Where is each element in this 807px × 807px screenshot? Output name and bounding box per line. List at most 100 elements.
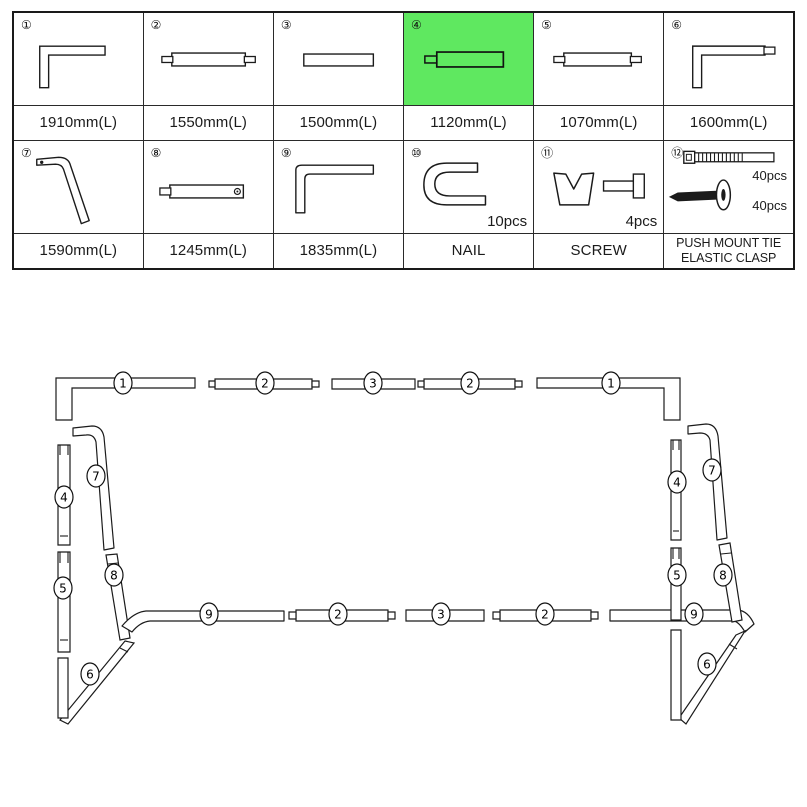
balloon-top-3: 3 — [363, 371, 383, 395]
part-label-9: 1835mm(L) — [272, 233, 404, 270]
part-number-10: ⑩ — [410, 146, 422, 160]
balloon-label: 3 — [437, 608, 445, 622]
balloon-circle — [363, 371, 383, 395]
balloon-circle — [431, 602, 451, 626]
balloon-left-4: 4 — [54, 485, 74, 509]
balloon-bottom-2a: 2 — [328, 602, 348, 626]
part-cell-7[interactable]: ⑦ — [12, 140, 144, 234]
balloon-left-6: 6 — [80, 662, 100, 686]
part-number-9: ⑨ — [280, 146, 292, 160]
single-socket-tube-icon — [424, 51, 505, 68]
part-cell-12[interactable]: ⑫ — [663, 140, 795, 234]
elbow-tube-icon — [294, 164, 374, 214]
part-cell-10[interactable]: ⑩ 10pcs — [402, 140, 535, 234]
part-number-8: ⑧ — [150, 146, 162, 160]
frame-part-left-7 — [72, 425, 115, 551]
balloon-right-6: 6 — [697, 652, 717, 676]
balloon-circle — [667, 470, 687, 494]
part-number-1: ① — [21, 18, 32, 32]
wing-nut-and-screw-icon — [553, 172, 646, 206]
balloon-label: 6 — [703, 658, 711, 672]
frame-post-right-lower — [670, 629, 682, 721]
elbow-tube-socket-end-icon — [692, 45, 776, 89]
frame-part-right-8 — [718, 542, 743, 623]
balloon-bottom-9-right: 9 — [684, 602, 704, 626]
part-qty-12-clasp: 40pcs — [752, 198, 787, 213]
part-cell-8[interactable]: ⑧ — [142, 140, 274, 234]
balloon-circle — [460, 371, 480, 395]
part-label-12-line1: PUSH MOUNT TIE — [676, 235, 782, 250]
part-cell-2[interactable]: ② — [142, 11, 274, 106]
balloon-circle — [255, 371, 275, 395]
balloon-bottom-2b: 2 — [535, 602, 555, 626]
balloon-right-8: 8 — [713, 563, 733, 587]
part-cell-9[interactable]: ⑨ — [272, 140, 404, 234]
balloon-label: 4 — [673, 476, 681, 490]
balloon-label: 6 — [86, 668, 94, 682]
balloon-left-7: 7 — [86, 464, 106, 488]
part-cell-5[interactable]: ⑤ — [533, 11, 665, 106]
balloon-circle — [535, 602, 555, 626]
balloon-top-left-1: 1 — [113, 371, 133, 395]
part-label-5: 1070mm(L) — [533, 105, 665, 141]
part-cell-4[interactable]: ④ — [402, 11, 535, 106]
balloon-label: 8 — [719, 569, 727, 583]
balloon-right-5: 5 — [667, 563, 687, 587]
part-label-7: 1590mm(L) — [12, 233, 144, 270]
part-cell-11[interactable]: ⑪ 4pcs — [533, 140, 665, 234]
balloon-right-7: 7 — [702, 458, 722, 482]
balloon-circle — [713, 563, 733, 587]
part-label-3: 1500mm(L) — [272, 105, 404, 141]
part-number-12: ⑫ — [671, 146, 684, 160]
part-number-6: ⑥ — [671, 18, 683, 32]
balloon-label: 2 — [466, 377, 474, 391]
balloon-left-8: 8 — [104, 563, 124, 587]
balloon-bottom-9-left: 9 — [199, 602, 219, 626]
balloon-circle — [54, 485, 74, 509]
part-number-2: ② — [150, 18, 162, 32]
balloon-bottom-3: 3 — [431, 602, 451, 626]
part-qty-11: 4pcs — [625, 213, 658, 230]
table-row-labels-2: 1590mm(L) 1245mm(L) 1835mm(L) NAIL SCREW… — [12, 233, 795, 270]
frame-part-bottom-9-left — [121, 610, 285, 633]
socket-tube-pin-end-icon — [158, 184, 244, 199]
balloon-label: 3 — [369, 377, 377, 391]
table-row-labels-1: 1910mm(L) 1550mm(L) 1500mm(L) 1120mm(L) … — [12, 105, 795, 141]
part-cell-3[interactable]: ③ — [272, 11, 404, 106]
balloon-left-5: 5 — [53, 576, 73, 600]
balloon-label: 2 — [261, 377, 269, 391]
frame-part-left-5 — [57, 551, 71, 653]
balloon-circle — [80, 662, 100, 686]
balloon-top-right-1: 1 — [601, 371, 621, 395]
part-cell-6[interactable]: ⑥ — [663, 11, 795, 106]
frame-part-right-6 — [678, 629, 747, 725]
balloon-label: 2 — [334, 608, 342, 622]
balloon-label: 8 — [110, 569, 118, 583]
parts-table: ① ② — [12, 11, 795, 270]
part-label-10: NAIL — [402, 233, 535, 270]
part-number-3: ③ — [280, 18, 292, 32]
balloon-circle — [53, 576, 73, 600]
balloon-top-2b: 2 — [460, 371, 480, 395]
balloon-label: 9 — [690, 608, 698, 622]
part-label-8: 1245mm(L) — [142, 233, 274, 270]
balloon-label: 1 — [607, 377, 615, 391]
balloon-label: 9 — [205, 608, 213, 622]
part-number-5: ⑤ — [541, 18, 552, 32]
balloon-circle — [199, 602, 219, 626]
part-label-12: PUSH MOUNT TIE ELASTIC CLASP — [663, 233, 795, 270]
part-label-11: SCREW — [533, 233, 665, 270]
part-number-11: ⑪ — [541, 146, 554, 160]
balloon-label: 1 — [119, 377, 127, 391]
cable-tie-and-push-mount-icon — [669, 150, 775, 211]
part-cell-1[interactable]: ① — [12, 11, 144, 106]
part-number-7: ⑦ — [21, 146, 32, 160]
balloon-label: 5 — [673, 569, 681, 583]
balloon-label: 7 — [708, 464, 716, 478]
frame-part-right-7 — [687, 423, 728, 541]
balloon-circle — [702, 458, 722, 482]
bent-leg-tube-icon — [36, 156, 90, 225]
frame-post-left-lower — [57, 657, 69, 719]
